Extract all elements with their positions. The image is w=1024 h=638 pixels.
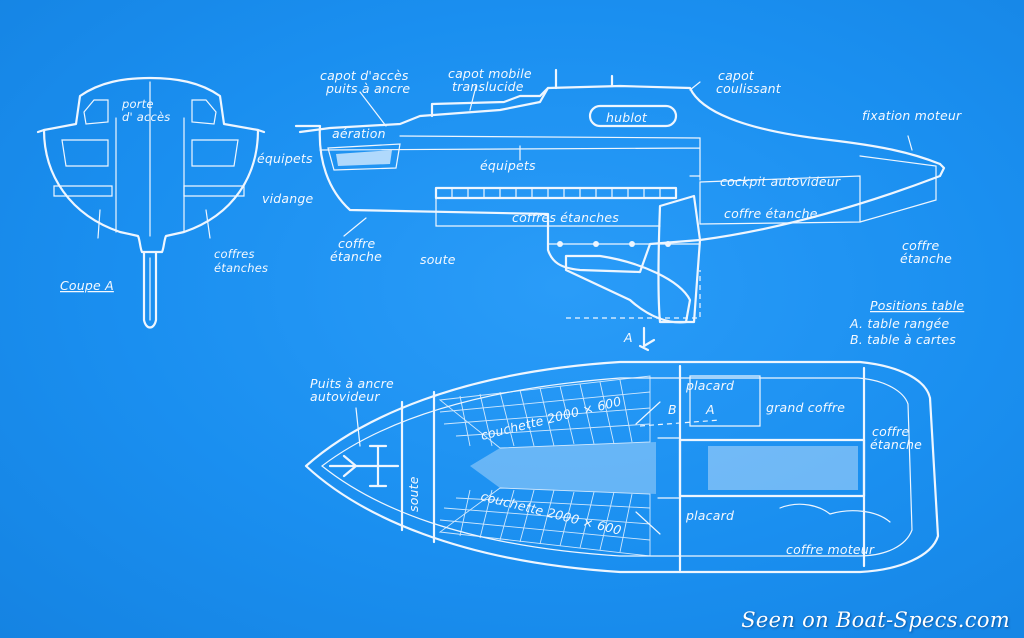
plan-label-autovideur: autovideur <box>310 389 380 404</box>
profile-leaders <box>343 81 913 237</box>
profile-cabin-side <box>319 135 701 181</box>
profile-floor-rivets <box>557 241 671 247</box>
profile-rudder <box>657 194 702 324</box>
section-label-etanches: étanches <box>214 261 268 275</box>
profile-label-hublot: hublot <box>606 110 648 125</box>
profile-label-coffre-right: coffre <box>902 238 939 253</box>
profile-label-coulissant: coulissant <box>716 81 782 96</box>
plan-label-placard-bottom: placard <box>685 508 734 523</box>
profile-bunk-cushions <box>434 186 678 200</box>
plan-inner-outline <box>321 377 913 557</box>
plan-label-etanche: étanche <box>870 437 922 452</box>
cross-section-view <box>36 76 266 329</box>
plan-label-grand-coffre: grand coffre <box>766 400 845 415</box>
plan-anchor-leader <box>355 407 361 447</box>
profile-hublot <box>588 104 678 128</box>
plan-cockpit-cushion <box>708 446 858 490</box>
plan-label-coffre-moteur: coffre moteur <box>786 542 875 557</box>
profile-centerboard <box>564 254 692 324</box>
section-label-vidange: vidange <box>262 191 314 206</box>
profile-label-coffre-left: coffre <box>338 236 375 251</box>
profile-label-capot-acces: capot d'accès <box>320 68 409 83</box>
watermark: Seen on Boat-Specs.com <box>741 608 1010 632</box>
plan-table-box <box>689 375 761 427</box>
section-cushions <box>53 185 245 197</box>
profile-hull-outline <box>294 124 946 274</box>
table-position-a: A. table rangée <box>849 316 950 331</box>
plan-diagonal-markers <box>635 401 661 535</box>
section-label-acces: d' accès <box>122 110 170 124</box>
profile-label-aeration: aération <box>332 126 386 141</box>
section-leader-right <box>205 209 211 239</box>
plan-anchor <box>328 444 400 488</box>
profile-label-puits: puits à ancre <box>325 81 410 96</box>
profile-rudder-swing <box>566 270 701 319</box>
plan-label-soute: soute <box>406 476 421 512</box>
profile-aeration-fill <box>336 150 392 166</box>
profile-label-coffres-etanches: coffres étanches <box>512 210 619 225</box>
section-equipets <box>61 139 239 167</box>
plan-label-coffre: coffre <box>872 424 909 439</box>
profile-cabin-top <box>430 86 550 118</box>
profile-lockers <box>435 155 937 227</box>
section-centerboard <box>142 250 158 329</box>
plan-bunk-grid-bottom <box>438 487 651 557</box>
profile-label-cockpit: cockpit autovideur <box>720 174 841 189</box>
profile-aeration-box <box>327 143 401 171</box>
section-leader-left <box>97 209 101 239</box>
plan-bunk-grid-top <box>438 375 651 449</box>
section-label-equipets: équipets <box>257 151 313 166</box>
plan-engine-sketch <box>779 503 891 523</box>
profile-label-coffre-etanche: coffre étanche <box>724 206 818 221</box>
profile-section-marker: A <box>623 330 633 345</box>
plan-marker-b: B <box>668 402 677 417</box>
profile-section-arrow <box>638 326 656 352</box>
plan-table-dashed <box>639 419 721 427</box>
profile-label-soute: soute <box>420 252 456 267</box>
plan-label-puits: Puits à ancre <box>310 376 394 391</box>
section-hull-outline <box>36 128 266 254</box>
section-label-porte: porte <box>121 97 154 111</box>
plan-view <box>304 360 940 574</box>
plan-hull-outline <box>304 360 940 574</box>
profile-label-etanche-right: étanche <box>900 251 952 266</box>
profile-label-capot: capot <box>718 68 755 83</box>
profile-view <box>294 68 946 352</box>
profile-label-etanche-left: étanche <box>330 249 382 264</box>
table-position-b: B. table à cartes <box>850 332 956 347</box>
section-title: Coupe A <box>60 278 114 293</box>
profile-label-equipets: équipets <box>480 158 536 173</box>
section-label-coffres: coffres <box>214 247 255 261</box>
profile-label-translucide: translucide <box>452 79 524 94</box>
profile-label-fixation-moteur: fixation moteur <box>862 108 962 123</box>
plan-infill-cushion <box>470 442 656 494</box>
plan-companionway <box>657 437 681 499</box>
profile-label-capot-mobile: capot mobile <box>448 66 532 81</box>
table-positions-title: Positions table <box>870 298 964 313</box>
profile-bunk-segments <box>451 187 661 199</box>
plan-label-placard-top: placard <box>685 378 734 393</box>
section-cabin-inner <box>83 99 217 125</box>
plan-marker-a: A <box>705 402 715 417</box>
section-deck-cabin <box>42 76 260 132</box>
